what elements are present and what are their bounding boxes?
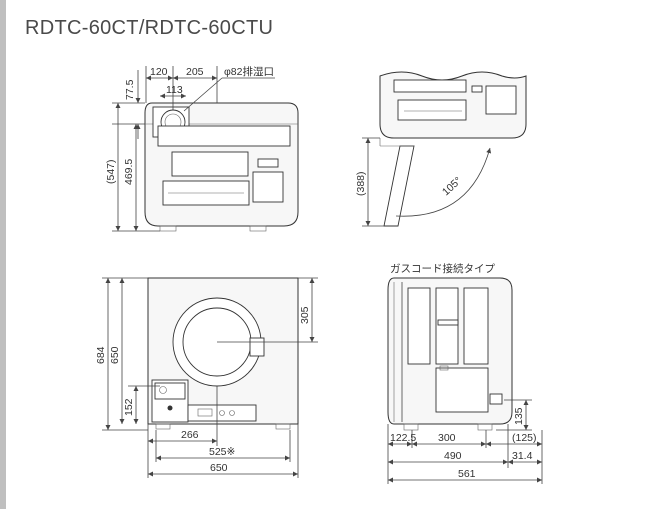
side-panel-3 (463, 287, 489, 365)
dim-31-4: 31.4 (512, 450, 533, 462)
side-foot-right (477, 423, 493, 431)
side-panel-slot (437, 319, 459, 326)
top-panel-4 (252, 171, 284, 203)
dim-77-5: 77.5 (124, 79, 136, 100)
dim-388: (388) (355, 171, 367, 196)
dim-120: 120 (150, 66, 168, 78)
dim-205: 205 (186, 66, 204, 78)
side-lower-panel (435, 367, 489, 413)
gas-control-top (154, 382, 186, 400)
dim-266: 266 (181, 429, 199, 441)
angle-105: 105° (440, 175, 464, 198)
dim-525: 525※ (209, 446, 236, 458)
dim-113: 113 (166, 84, 183, 96)
dim-650-height: 650 (109, 346, 121, 364)
dim-469-5: 469.5 (123, 159, 135, 185)
side-panel-2 (435, 287, 459, 365)
dim-305: 305 (299, 306, 311, 324)
page-edge-bar (0, 0, 6, 509)
dim-135: 135 (513, 407, 525, 425)
side-panel-1 (407, 287, 431, 365)
door-handle (249, 337, 265, 357)
front-view: 684 650 305 152 266 525※ 650 (95, 277, 318, 478)
top-panel-small (257, 158, 279, 168)
dim-152: 152 (123, 398, 135, 416)
door-view-panel-2 (397, 99, 467, 121)
door-open-view: 105° (388) (355, 71, 527, 227)
dim-122-5: 122.5 (390, 432, 416, 444)
dim-300: 300 (438, 432, 456, 444)
dim-561: 561 (458, 468, 476, 480)
door-view-panel-1 (393, 79, 467, 93)
dim-125: (125) (512, 432, 537, 444)
page-title: RDTC-60CT/RDTC-60CTU (25, 17, 274, 39)
side-view: ガスコード接続タイプ 135 122.5 (387, 262, 543, 484)
dim-684: 684 (95, 346, 107, 364)
top-panel-1 (157, 125, 291, 147)
top-view-foot-right (249, 225, 267, 232)
front-foot-left (155, 423, 171, 430)
top-panel-2 (171, 151, 249, 177)
gas-connector-icon (489, 393, 503, 405)
door-view-panel-3 (485, 85, 517, 115)
door-swing-arc (395, 147, 492, 217)
front-foot-right (275, 423, 291, 430)
side-view-caption: ガスコード接続タイプ (390, 262, 495, 275)
dim-547: (547) (105, 159, 117, 184)
exhaust-label: φ82排湿口 (224, 65, 274, 78)
door-view-panel-small (471, 85, 483, 93)
top-view: 120 205 113 φ82排湿口 77.5 (547) 469.5 (105, 65, 299, 232)
open-door (383, 145, 415, 227)
dim-650-width: 650 (210, 462, 228, 474)
side-foot-left (403, 423, 419, 431)
top-view-foot-left (159, 225, 177, 232)
dim-490: 490 (444, 450, 462, 462)
